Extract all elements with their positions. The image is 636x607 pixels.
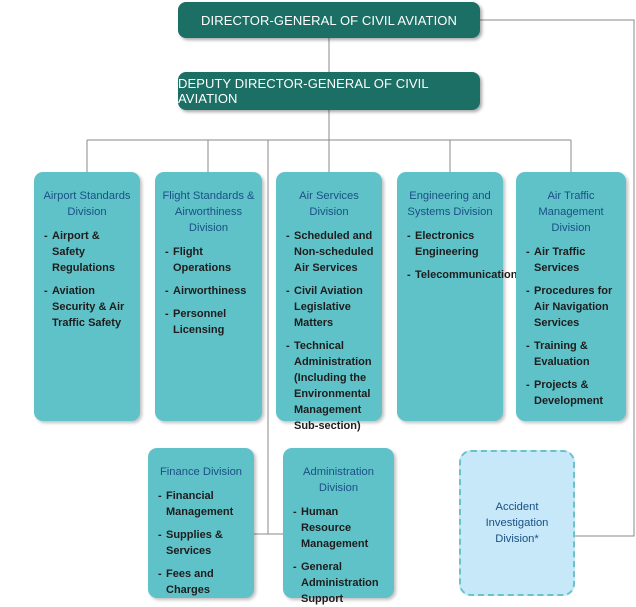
- division-title: Administration Division: [303, 466, 374, 494]
- division-item: Electronics Engineering: [407, 228, 497, 260]
- division-item: Telecommunications: [407, 267, 524, 283]
- division-item: Air Traffic Services: [526, 244, 620, 276]
- division-item: Personnel Licensing: [165, 306, 256, 338]
- division-title: Airport Standards Division: [43, 190, 131, 218]
- division-item: Technical Administration (Including the …: [286, 338, 376, 434]
- deputy-director-general-label: DEPUTY DIRECTOR-GENERAL OF CIVIL AVIATIO…: [178, 76, 429, 106]
- division-title: Engineering and Systems Division: [407, 190, 493, 218]
- deputy-director-general-box: DEPUTY DIRECTOR-GENERAL OF CIVIL AVIATIO…: [178, 72, 480, 110]
- division-air-services: Air Services Division Scheduled and Non-…: [276, 172, 382, 432]
- division-item: Fees and Charges: [158, 566, 248, 598]
- division-engineering-systems: Engineering and Systems Division Electro…: [397, 172, 524, 421]
- accident-investigation-label: Accident Investigation Division*: [485, 501, 549, 545]
- division-flight-standards: Flight Standards & Airworthiness Divisio…: [155, 172, 262, 421]
- division-airport-standards: Airport Standards Division Airport & Saf…: [34, 172, 140, 421]
- accident-investigation-division: Accident Investigation Division*: [459, 450, 575, 596]
- division-administration: Administration Division Human Resource M…: [283, 448, 394, 605]
- division-title: Finance Division: [159, 466, 243, 478]
- division-item: Procedures for Air Navigation Services: [526, 283, 620, 331]
- division-item: Civil Aviation Legislative Matters: [286, 283, 376, 331]
- division-item: Airport & Safety Regulations: [44, 228, 134, 276]
- director-general-box: DIRECTOR-GENERAL OF CIVIL AVIATION: [178, 2, 480, 38]
- division-item: Training & Evaluation: [526, 338, 620, 370]
- division-title: Flight Standards & Airworthiness Divisio…: [162, 190, 255, 234]
- division-item: Projects & Development: [526, 377, 620, 409]
- dg-to-accident-line: [480, 19, 635, 537]
- division-item: Flight Operations: [165, 244, 256, 276]
- division-item: Scheduled and Non-scheduled Air Services: [286, 228, 376, 276]
- division-air-traffic-management: Air Traffic Management Division Air Traf…: [516, 172, 626, 421]
- division-finance: Finance Division Financial Management Su…: [148, 448, 254, 598]
- director-general-label: DIRECTOR-GENERAL OF CIVIL AVIATION: [201, 12, 457, 28]
- division-item: Human Resource Management: [293, 504, 388, 552]
- division-title: Air Traffic Management Division: [538, 190, 604, 234]
- division-item: Aviation Security & Air Traffic Safety: [44, 283, 134, 331]
- division-item: Financial Management: [158, 488, 248, 520]
- division-item: Supplies & Services: [158, 527, 248, 559]
- division-item: Airworthiness: [165, 283, 256, 299]
- division-item: General Administration Support: [293, 559, 388, 607]
- division-title: Air Services Division: [299, 190, 359, 218]
